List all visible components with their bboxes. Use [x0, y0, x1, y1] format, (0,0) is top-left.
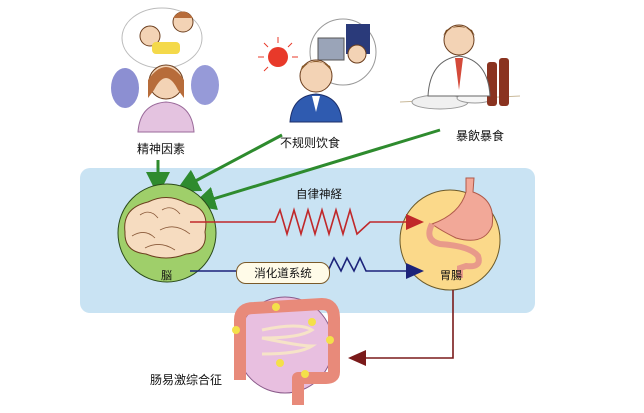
overeating-man-illustration: [399, 24, 521, 110]
autonomic-nerve-label: 自律神経: [296, 187, 342, 201]
ibs-arrow: [348, 290, 454, 366]
gut-node: [399, 177, 501, 291]
brain-node: [117, 183, 217, 283]
stressed-mother-illustration: [111, 7, 219, 133]
ibs-label: 肠易激综合征: [150, 373, 223, 387]
brain-label: 脳: [161, 269, 172, 282]
digestive-system-arrow: [190, 256, 424, 279]
colon-illustration: [232, 296, 340, 405]
autonomic-nerve-arrow: [190, 207, 424, 237]
cause-label-overeating: 暴飲暴食: [456, 129, 505, 143]
cause-label-stress: 精神因素: [137, 142, 186, 156]
cause-arrows: [146, 128, 441, 210]
cause-label-irregular-diet: 不规则饮食: [280, 136, 341, 150]
digestive-system-label: 消化道系统: [236, 262, 330, 284]
tired-worker-illustration: [258, 18, 377, 123]
gut-label: 胃腸: [440, 269, 462, 282]
